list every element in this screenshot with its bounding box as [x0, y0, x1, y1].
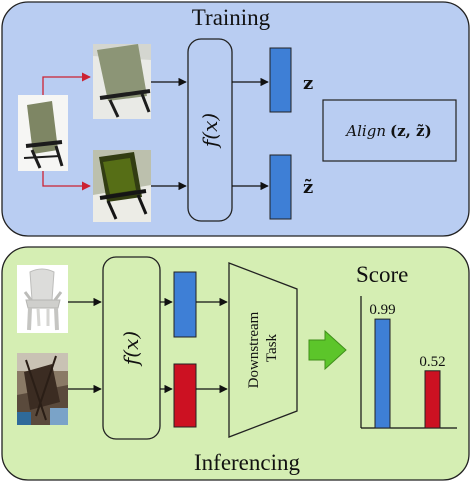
encoder-label-inference: f(x) [119, 331, 143, 367]
embedding-z [269, 47, 292, 113]
augmented-chair-image-bottom [93, 150, 151, 222]
score-bars: 0.99 0.52 [369, 302, 446, 429]
result-arrow [308, 329, 347, 371]
score-bar-1 [374, 318, 391, 429]
augmentation-arrow-top [42, 72, 91, 95]
augmented-chair-image-top [93, 44, 151, 119]
embedding-z-label: z [303, 73, 313, 94]
white-chair-image [17, 265, 68, 333]
ood-image [17, 353, 68, 425]
inferencing-panel: Inferencing f(x) [1, 246, 470, 481]
score-value-label-2: 0.52 [419, 354, 445, 370]
score-value-label-1: 0.99 [369, 302, 395, 318]
inference-embedding-red [173, 363, 197, 428]
downstream-task-label-line1: Downstream [246, 311, 262, 388]
augmentation-arrow-bottom [42, 171, 91, 191]
original-chair-image [18, 95, 68, 171]
embedding-z-tilde-label: z̃ [303, 177, 313, 198]
align-box [322, 99, 457, 162]
align-args: (z, z̃) [390, 122, 432, 140]
align-formula: Align(z, z̃) [344, 122, 431, 140]
encoder-label-training: f(x) [198, 113, 222, 149]
align-label: Align [344, 122, 386, 140]
training-panel-background [1, 1, 470, 237]
encoder-box-training [187, 38, 233, 222]
downstream-task-label-line2: Task [264, 333, 280, 362]
inferencing-title: Inferencing [194, 450, 300, 475]
training-panel: Training [1, 1, 470, 237]
score-title: Score [356, 262, 408, 287]
inference-embedding-blue [173, 271, 197, 338]
training-title: Training [192, 5, 271, 30]
score-bar-2 [424, 370, 441, 429]
downstream-task-block [228, 262, 298, 438]
encoder-box-inference [102, 256, 161, 440]
embedding-z-tilde [269, 154, 292, 220]
